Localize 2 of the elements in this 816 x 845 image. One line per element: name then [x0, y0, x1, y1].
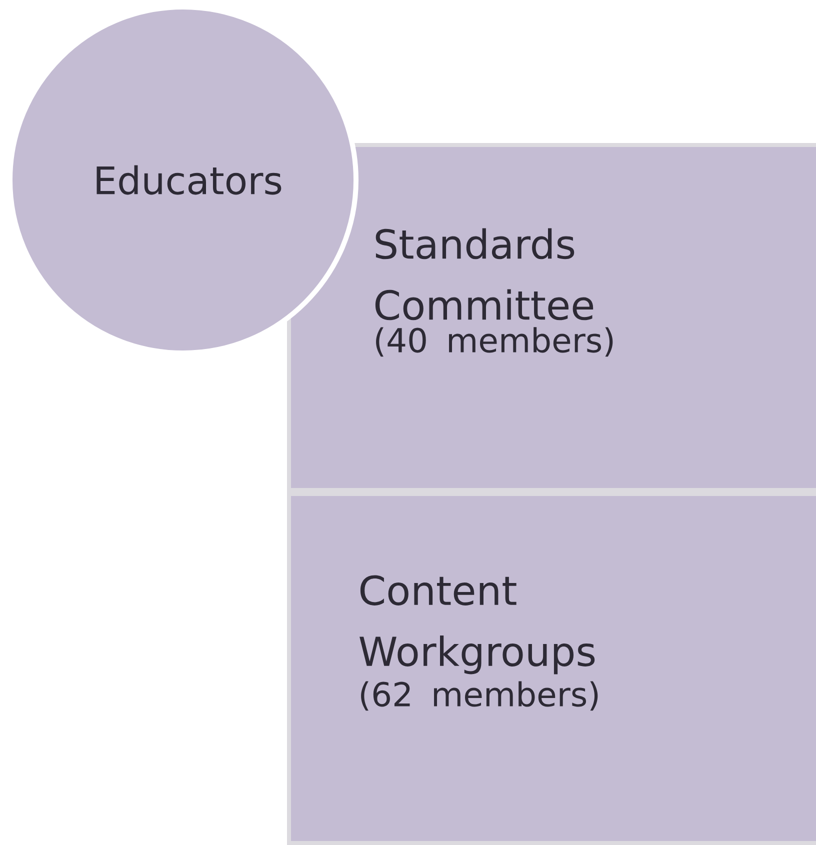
group-box: Standards Committee (40 members) — [287, 143, 816, 492]
group-box: Content Workgroups (62 members) — [287, 492, 816, 845]
